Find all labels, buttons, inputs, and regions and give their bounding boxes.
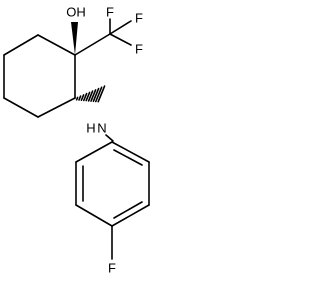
hashed-bond-c2-nh [75,85,106,103]
atom-label-oh: OH [66,5,86,20]
bond-c1-cf3 [74,33,111,56]
double-bond-a1-a2 [113,149,143,166]
bond-cf3-f-right-lower [109,33,132,46]
bond-c2-c3 [37,97,76,118]
fluorophenyl-ring [75,141,150,227]
atom-label-f-top: F [106,5,114,20]
atom-label-f-right-upper: F [135,11,143,26]
atom-label-f-para: F [108,261,116,276]
trifluoromethyl-group [74,18,132,56]
atom-label-nitrogen: N [97,121,106,136]
bond-c3-c4 [3,97,39,118]
bond-nh-aryl [105,134,114,142]
bond-a1-a2 [111,141,150,163]
wedge-bond-c1-oh [71,22,78,55]
bond-a3-a4 [111,204,150,227]
bond-a4-a5 [75,204,113,227]
structure-diagram: OH F F F N H F [3,5,150,276]
bond-cf3-f-right-upper [109,20,132,35]
cyclohexane-ring [3,34,76,118]
bond-c6-c1 [37,34,76,56]
atom-label-hydrogen: H [86,121,95,136]
bond-a6-a1 [75,141,113,163]
double-bond-a3-a4 [113,201,143,219]
atom-label-f-right-lower: F [135,42,143,57]
bond-c5-c6 [3,34,39,56]
